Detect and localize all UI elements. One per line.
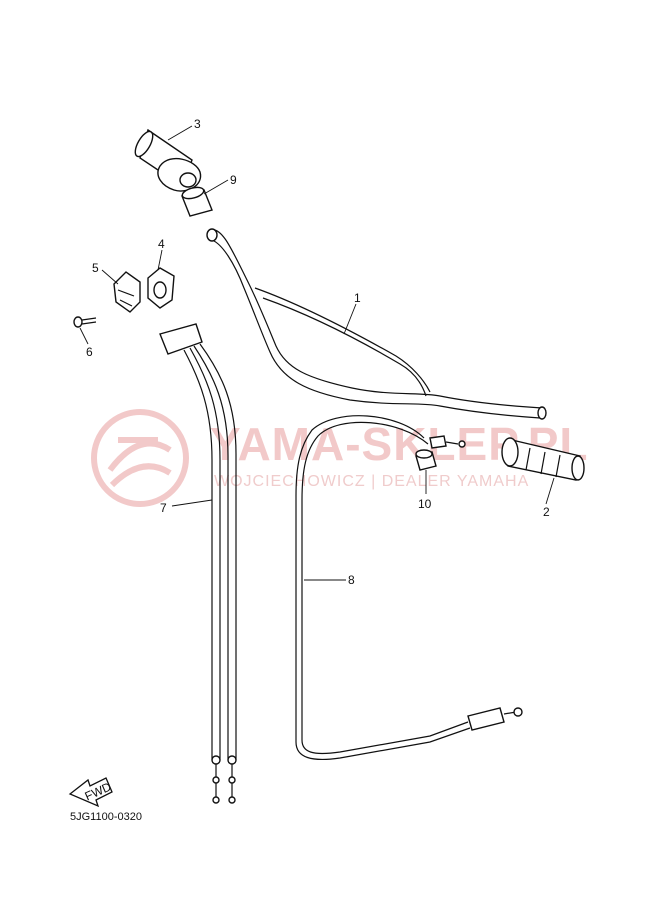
callout-5: 5: [92, 261, 99, 275]
collar: [181, 186, 213, 217]
throttle-cable: [159, 323, 237, 804]
watermark-logo-icon: [91, 409, 189, 507]
callout-6: 6: [86, 345, 93, 359]
screw: [73, 316, 97, 328]
grip: [501, 437, 585, 481]
leader-lines: [79, 125, 555, 581]
fwd-arrow-icon: FWD: [68, 777, 114, 808]
callout-9: 9: [230, 173, 237, 187]
callout-3: 3: [194, 117, 201, 131]
handlebar: [206, 228, 547, 420]
callout-8: 8: [348, 573, 355, 587]
watermark: YAMA-SKLEP.PL WOJCIECHOWICZ | DEALER YAM…: [91, 409, 588, 507]
callout-4: 4: [158, 237, 165, 251]
callout-7: 7: [160, 501, 167, 515]
throttle-housing-cap: [147, 267, 175, 309]
cable-adjuster: [415, 449, 437, 471]
watermark-tagline: WOJCIECHOWICZ | DEALER YAMAHA: [214, 473, 529, 490]
callout-10: 10: [418, 497, 432, 511]
clutch-cable: [295, 415, 523, 761]
diagram-code: 5JG1100-0320: [70, 811, 142, 823]
callout-2: 2: [543, 505, 550, 519]
callout-1: 1: [354, 291, 361, 305]
throttle-grip: [134, 128, 202, 192]
throttle-housing: [113, 271, 141, 313]
